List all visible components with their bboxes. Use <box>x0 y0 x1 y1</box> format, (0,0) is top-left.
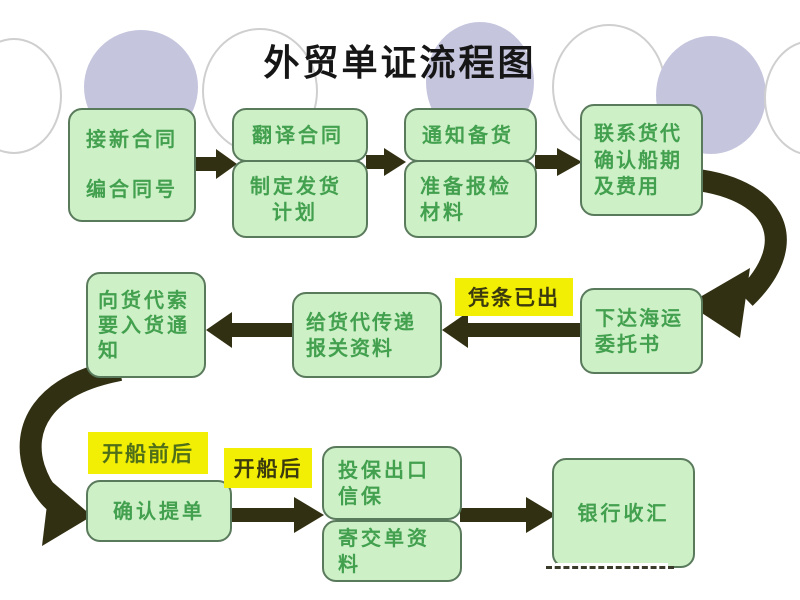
node-line: 翻译合同 <box>252 122 344 147</box>
arrow-head-downright-icon <box>42 480 92 546</box>
arrow-shaft <box>366 155 384 169</box>
arrow-head-right-icon <box>294 497 324 533</box>
arrow-shaft <box>230 323 294 337</box>
node-line: 知 <box>98 337 121 362</box>
node-line: 联系货代 <box>594 121 682 146</box>
node-line: 要入货通 <box>98 312 190 337</box>
node-line: 给货代传递 <box>306 309 416 334</box>
node-line: 制定发货 <box>250 173 342 198</box>
node-line: 确认提单 <box>113 498 205 523</box>
node-line: 向货代索 <box>98 287 190 312</box>
arrow-shaft <box>230 508 296 522</box>
node-line: 及费用 <box>594 174 660 199</box>
node-bank-collection: 银行收汇 <box>552 458 695 568</box>
label-slip-issued: 凭条已出 <box>455 278 573 316</box>
arrow-head-left-icon <box>442 312 468 348</box>
node-translate-contract: 翻译合同 <box>232 108 368 162</box>
arrow-head-left-icon <box>206 312 232 348</box>
arrow-shaft <box>194 157 216 171</box>
node-line: 信保 <box>338 484 384 508</box>
node-line: 委托书 <box>595 332 661 356</box>
page-title: 外贸单证流程图 <box>263 43 537 84</box>
node-line: 寄交单资 <box>338 525 430 550</box>
label-after-departure: 开船后 <box>224 448 312 488</box>
node-send-documents: 寄交单资 料 <box>322 520 462 582</box>
node-shipping-plan: 制定发货 计划 <box>232 160 368 238</box>
node-line: 确认船期 <box>594 147 682 172</box>
arrow-head-right-icon <box>384 148 406 176</box>
node-sea-booking: 下达海运 委托书 <box>580 288 703 374</box>
node-customs-docs: 给货代传递 报关资料 <box>292 292 442 378</box>
node-line: 投保出口 <box>338 457 430 482</box>
node-line: 报关资料 <box>306 336 394 360</box>
label-around-departure: 开船前后 <box>88 432 208 474</box>
node-notify-stock: 通知备货 <box>404 108 537 162</box>
node-confirm-bl: 确认提单 <box>86 480 232 542</box>
node-line: 下达海运 <box>595 305 683 330</box>
arrow-shaft <box>460 508 528 522</box>
arrow-shaft <box>535 155 557 169</box>
node-receive-contract: 接新合同 编合同号 <box>68 108 196 222</box>
arrow-head-right-icon <box>557 148 582 176</box>
node-line: 准备报检 <box>420 173 512 198</box>
node-line: 材料 <box>420 200 466 224</box>
node-line: 通知备货 <box>422 122 514 147</box>
node-inspection-materials: 准备报检 材料 <box>404 160 537 238</box>
node-contact-forwarder: 联系货代 确认船期 及费用 <box>580 104 703 216</box>
node-cargo-notice: 向货代索 要入货通 知 <box>86 272 206 378</box>
node-line: 料 <box>338 552 361 576</box>
arrow-shaft <box>466 323 582 337</box>
dash-artifact <box>546 566 674 569</box>
node-line: 计划 <box>272 200 318 224</box>
node-line: 银行收汇 <box>577 500 670 525</box>
node-export-insurance: 投保出口 信保 <box>322 446 462 520</box>
node-line: 编合同号 <box>86 176 178 201</box>
node-line: 接新合同 <box>86 127 178 151</box>
